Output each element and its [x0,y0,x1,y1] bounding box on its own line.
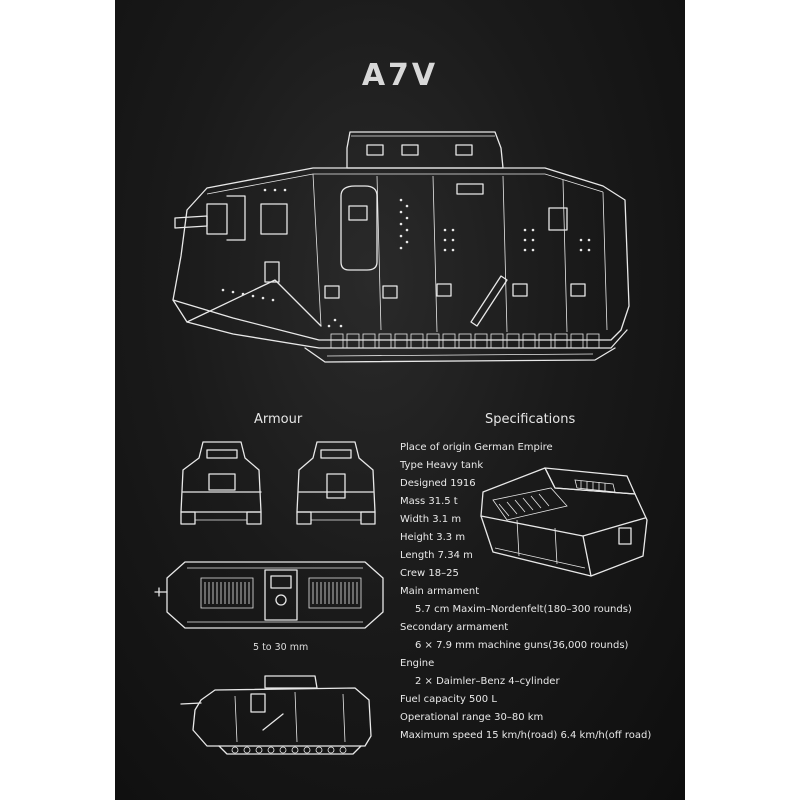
spec-main-armament: 5.7 cm Maxim–Nordenfelt(180–300 rounds) [415,604,632,615]
spec-mass: Mass 31.5 t [400,496,458,507]
spec-range: Operational range 30–80 km [400,712,544,723]
spec-type: Type Heavy tank [400,460,484,471]
spec-designed: Designed 1916 [400,478,476,489]
spec-secondary-armament-label: Secondary armament [400,622,509,633]
tank-small-side-view-icon [180,675,372,755]
spec-main-armament-label: Main armament [400,586,480,597]
spec-secondary-armament: 6 × 7.9 mm machine guns(36,000 rounds) [415,640,629,651]
spec-fuel: Fuel capacity 500 L [400,694,497,705]
blueprint-poster: A7V Armour Specifications 5 to 30 mm Pla… [115,0,685,800]
tank-side-view-icon [172,131,630,363]
tank-rear-view-icon [296,441,376,525]
tank-top-view-icon [154,561,384,629]
tank-front-view-icon [180,441,262,525]
armour-heading: Armour [254,412,303,427]
tank-perspective-view-icon [480,467,648,577]
spec-origin: Place of origin German Empire [400,442,553,453]
spec-length: Length 7.34 m [400,550,473,561]
poster-title: A7V [361,58,439,93]
armour-caption: 5 to 30 mm [253,642,309,653]
spec-height: Height 3.3 m [400,532,466,543]
spec-speed: Maximum speed 15 km/h(road) 6.4 km/h(off… [400,730,652,741]
specs-heading: Specifications [485,412,576,427]
spec-width: Width 3.1 m [400,514,462,525]
spec-engine-label: Engine [400,658,435,669]
spec-engine: 2 × Daimler–Benz 4–cylinder [415,676,560,687]
spec-crew: Crew 18–25 [400,568,459,579]
